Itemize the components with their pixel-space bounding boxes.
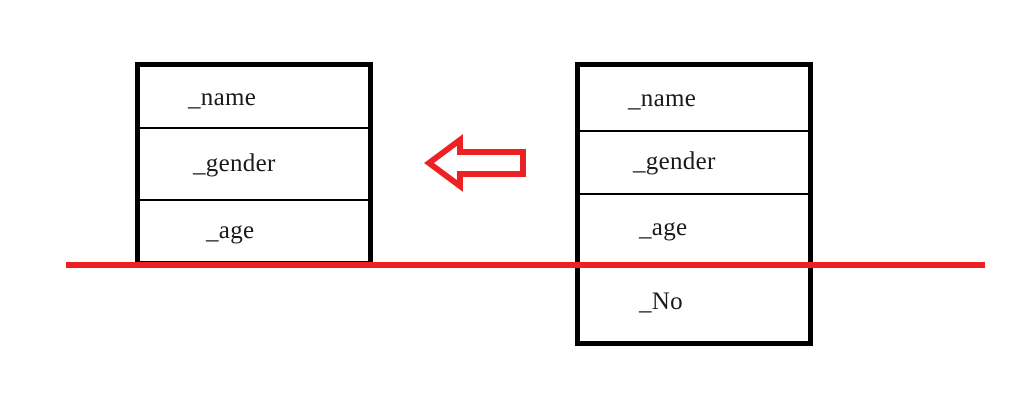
left-field-row-age: _age <box>140 199 368 261</box>
field-label: _age <box>639 214 688 241</box>
right-field-row-name: _name <box>580 67 808 130</box>
field-label: _gender <box>193 149 276 177</box>
field-label: _name <box>628 85 697 112</box>
left-field-box: _name _gender _age <box>135 62 373 266</box>
field-label: _No <box>639 288 683 315</box>
row-divider <box>140 127 368 129</box>
left-pointing-arrow <box>423 132 528 194</box>
row-divider <box>140 199 368 201</box>
right-field-box: _name _gender _age _No <box>575 62 813 346</box>
right-field-row-no: _No <box>580 262 808 341</box>
right-field-row-age: _age <box>580 193 808 262</box>
left-arrow-icon <box>423 134 526 192</box>
left-field-row-name: _name <box>140 67 368 127</box>
field-label: _age <box>206 216 255 244</box>
row-divider <box>580 193 808 195</box>
field-label: _gender <box>633 148 716 175</box>
row-divider <box>580 130 808 132</box>
right-field-row-gender: _gender <box>580 130 808 193</box>
horizontal-red-rule <box>66 262 985 268</box>
left-field-row-gender: _gender <box>140 127 368 199</box>
field-label: _name <box>188 83 257 111</box>
